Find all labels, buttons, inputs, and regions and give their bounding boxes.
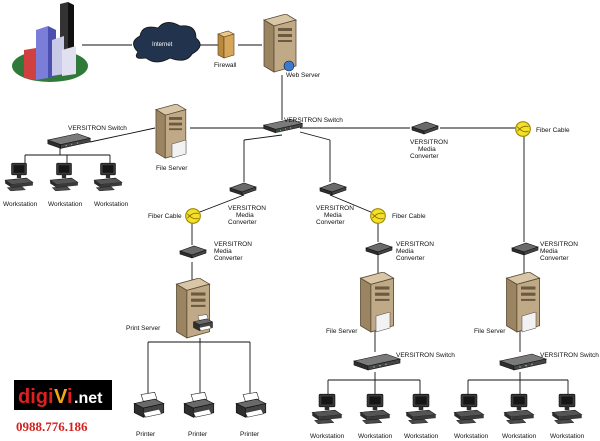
logo-text-i: i	[67, 386, 73, 408]
workstation-label: Workstation	[550, 433, 585, 440]
connection-lines	[24, 44, 569, 395]
media-converter-label-1: VERSITRON	[540, 241, 578, 248]
switch-middle-label: VERSITRON Switch	[396, 352, 455, 359]
internet-label: Internet	[152, 42, 173, 48]
workstation-label: Workstation	[48, 201, 83, 208]
switch-top-label: VERSITRON Switch	[284, 117, 343, 124]
workstation-icon	[503, 393, 535, 425]
switch-left-label: VERSITRON Switch	[68, 125, 127, 132]
printer-label: Printer	[136, 431, 156, 438]
print-server-label: Print Server	[126, 325, 161, 332]
file-server-right-label: File Server	[474, 328, 506, 335]
fiber-cable-label: Fiber Cable	[148, 213, 182, 220]
media-converter-label-3: Converter	[396, 255, 425, 262]
logo-text-net: .net	[74, 390, 103, 407]
fiber-cable-icon	[370, 208, 386, 224]
phone-number: 0988.776.186	[16, 419, 88, 434]
web-server-label: Web Server	[286, 72, 321, 79]
workstation-icon	[93, 162, 123, 192]
fiber-cable-icon	[515, 121, 531, 137]
workstation-label: Workstation	[3, 201, 38, 208]
media-converter-icon	[365, 242, 393, 256]
media-converter-label-1: VERSITRON	[396, 241, 434, 248]
media-converter-label-2: Media	[540, 248, 558, 255]
printer-icon	[133, 392, 165, 418]
media-converter-icon	[179, 245, 207, 259]
media-converter-icon	[319, 182, 347, 196]
firewall-label: Firewall	[214, 62, 237, 69]
printer-label: Printer	[240, 431, 260, 438]
firewall-icon	[217, 30, 235, 59]
media-converter-label-1: VERSITRON	[214, 241, 252, 248]
workstation-label: Workstation	[454, 433, 489, 440]
media-converter-label-1: VERSITRON	[316, 205, 354, 212]
workstation-icon	[551, 393, 583, 425]
switch-left-icon	[47, 133, 91, 149]
media-converter-label-3: Converter	[228, 219, 257, 226]
media-converter-label-3: Converter	[214, 255, 243, 262]
media-converter-label-3: Converter	[540, 255, 569, 262]
logo-text-digi: digi	[18, 386, 54, 408]
internet-cloud-icon: Internet	[133, 22, 201, 63]
city-buildings-icon	[12, 2, 88, 82]
file-server-left-label: File Server	[156, 165, 188, 172]
globe-icon	[283, 60, 295, 72]
media-converter-icon	[411, 121, 439, 135]
media-converter-label-1: VERSITRON	[228, 205, 266, 212]
workstation-icon	[359, 393, 391, 425]
workstation-label: Workstation	[310, 433, 345, 440]
switch-right-label: VERSITRON Switch	[540, 352, 599, 359]
workstation-icon	[49, 162, 79, 192]
media-converter-label-2: Media	[418, 146, 436, 153]
workstation-icon	[453, 393, 485, 425]
media-converter-label-3: Converter	[410, 153, 439, 160]
printer-icon	[235, 392, 267, 418]
fiber-cable-label: Fiber Cable	[536, 127, 570, 134]
workstation-icon	[405, 393, 437, 425]
fiber-cable-label: Fiber Cable	[392, 213, 426, 220]
file-server-middle-label: File Server	[326, 328, 358, 335]
workstation-icon	[4, 162, 34, 192]
printer-icon	[183, 392, 215, 418]
media-converter-label-2: Media	[324, 212, 342, 219]
media-converter-label-2: Media	[236, 212, 254, 219]
workstation-label: Workstation	[358, 433, 393, 440]
media-converter-label-1: VERSITRON	[410, 139, 448, 146]
media-converter-icon	[229, 182, 257, 196]
switch-middle-icon	[353, 353, 401, 371]
media-converter-label-3: Converter	[316, 219, 345, 226]
media-converter-label-2: Media	[396, 248, 414, 255]
media-converter-icon	[511, 242, 539, 256]
workstation-label: Workstation	[502, 433, 537, 440]
logo-text-v: V	[54, 386, 68, 408]
workstation-label: Workstation	[94, 201, 129, 208]
media-converter-label-2: Media	[214, 248, 232, 255]
brand-logo: digi V i .net	[14, 380, 112, 410]
workstation-label: Workstation	[404, 433, 439, 440]
fiber-cable-icon	[185, 208, 201, 224]
printer-label: Printer	[188, 431, 208, 438]
workstation-icon	[311, 393, 343, 425]
